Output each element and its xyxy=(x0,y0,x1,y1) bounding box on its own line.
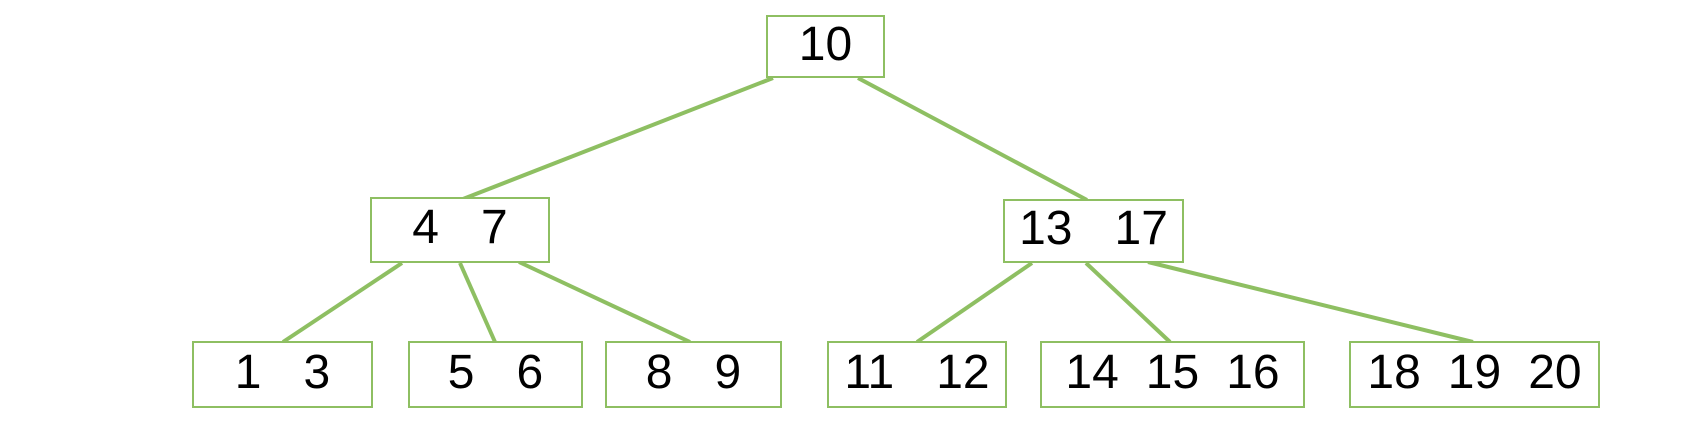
node-key: 20 xyxy=(1528,345,1582,399)
edge-4-7-to-1-3 xyxy=(281,261,404,344)
node-key: 4 xyxy=(412,201,439,254)
edge-13-17-to-18-19-20 xyxy=(1147,260,1474,344)
tree-node-13-17: 13 17 xyxy=(1003,199,1184,263)
tree-node-4-7: 4 7 xyxy=(370,197,550,263)
tree-node-11-12: 11 12 xyxy=(827,341,1007,408)
tree-node-root: 10 xyxy=(766,15,885,78)
node-key: 3 xyxy=(303,345,331,399)
edge-4-7-to-8-9 xyxy=(518,260,691,344)
tree-node-8-9: 8 9 xyxy=(605,341,782,408)
node-key: 16 xyxy=(1226,345,1280,399)
node-key: 5 xyxy=(447,345,475,399)
node-key: 9 xyxy=(714,345,742,399)
node-key: 1 xyxy=(234,345,262,399)
edge-13-17-to-11-12 xyxy=(915,261,1034,344)
tree-node-14-15-16: 14 15 16 xyxy=(1040,341,1305,408)
node-key: 13 xyxy=(1019,202,1073,255)
tree-node-5-6: 5 6 xyxy=(408,341,583,408)
node-key: 17 xyxy=(1114,202,1168,255)
node-key: 18 xyxy=(1367,345,1421,399)
edge-root-to-4-7 xyxy=(462,76,774,201)
edge-13-17-to-14-15-16 xyxy=(1084,261,1172,344)
node-key: 15 xyxy=(1145,345,1200,399)
node-key: 10 xyxy=(798,17,853,71)
tree-node-18-19-20: 18 19 20 xyxy=(1349,341,1600,408)
node-key: 19 xyxy=(1447,345,1502,399)
node-key: 14 xyxy=(1065,345,1119,399)
edge-4-7-to-5-6 xyxy=(458,262,497,343)
node-key: 11 xyxy=(844,345,895,399)
edge-root-to-13-17 xyxy=(857,76,1088,202)
tree-node-1-3: 1 3 xyxy=(192,341,373,408)
node-key: 12 xyxy=(936,345,990,399)
node-key: 8 xyxy=(645,345,673,399)
node-key: 6 xyxy=(516,345,544,399)
node-key: 7 xyxy=(481,201,508,254)
